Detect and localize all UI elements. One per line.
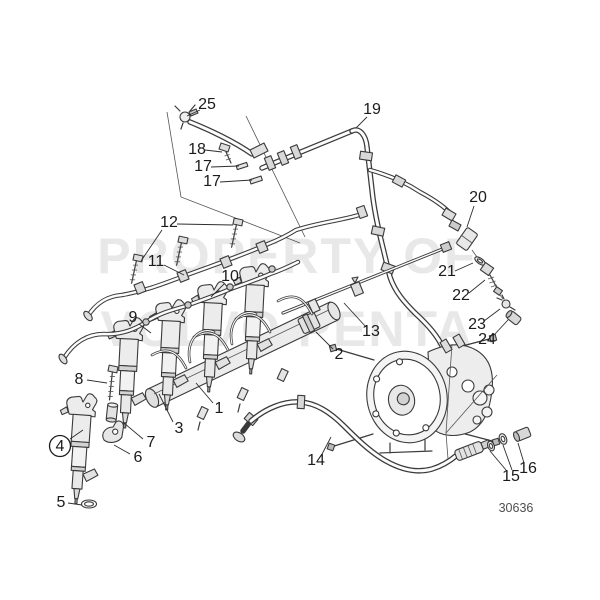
callout-leader-12 [140, 229, 163, 262]
callout-leader-13 [343, 302, 367, 328]
callout-label-14: 14 [307, 452, 325, 469]
callout-leader-15 [502, 444, 513, 471]
connector-22 [479, 261, 504, 296]
callout-leader-19 [355, 116, 368, 129]
callout-leader-4 [69, 429, 84, 440]
callout-label-9: 9 [129, 309, 138, 326]
callout-leader-17 [219, 179, 253, 183]
clamp-6 [102, 420, 124, 443]
callout-leader-20 [466, 205, 475, 228]
bolt-8 [107, 364, 119, 401]
callout-label-1: 1 [215, 400, 224, 417]
breather-hose [187, 119, 355, 171]
washer-17b [249, 175, 263, 185]
callout-leader-12 [176, 223, 234, 226]
callout-label-7: 7 [147, 434, 156, 451]
callout-label-4: 4 [56, 438, 65, 455]
callout-leader-11 [163, 264, 185, 276]
callout-label-18: 18 [188, 141, 206, 158]
callout-leader-2 [315, 331, 334, 350]
plug-16 [512, 426, 532, 442]
callout-label-10: 10 [221, 268, 239, 285]
callout-leader-15 [489, 450, 507, 471]
callout-label-2: 2 [335, 346, 344, 363]
callout-leader-1 [195, 382, 214, 404]
callout-label-16: 16 [519, 460, 537, 477]
callout-leader-9 [138, 323, 152, 334]
callout-label-20: 20 [469, 189, 487, 206]
washer-17a [235, 161, 249, 171]
callout-leader-6 [113, 444, 131, 455]
callout-label-22: 22 [452, 287, 470, 304]
bolts-12 [129, 217, 244, 284]
callout-leader-22 [468, 279, 486, 294]
callout-leader-18 [204, 149, 223, 153]
sleeve-24 [505, 310, 522, 326]
callout-label-23: 23 [468, 316, 486, 333]
steel-pipes [150, 295, 314, 370]
callout-leader-24 [493, 319, 509, 336]
callout-circle-4 [48, 434, 72, 458]
inset-boundary [166, 111, 306, 244]
callout-label-6: 6 [134, 449, 143, 466]
callout-label-19: 19 [363, 101, 381, 118]
callout-label-21: 21 [438, 263, 456, 280]
callout-leader-5 [67, 502, 83, 506]
callout-leader-25 [186, 109, 201, 117]
callout-leader-14 [320, 436, 332, 457]
callout-label-3: 3 [175, 420, 184, 437]
callout-leader-10 [210, 283, 225, 298]
diagram-number: 30636 [499, 501, 534, 515]
callout-label-5: 5 [57, 494, 66, 511]
callout-leader-8 [86, 379, 108, 384]
callout-label-13: 13 [362, 323, 380, 340]
fitting-link-line2 [499, 294, 504, 300]
callout-label-8: 8 [75, 371, 84, 388]
callout-leader-21 [454, 262, 474, 272]
leakoff-hose-lower [58, 259, 301, 365]
o-ring-5 [80, 499, 98, 509]
fitting-link-line [471, 249, 478, 258]
fitting-20 [456, 227, 478, 251]
callout-label-17: 17 [203, 173, 221, 190]
callout-leader-23 [483, 308, 501, 322]
bolt-18 [218, 142, 232, 164]
callout-leader-16 [517, 442, 525, 464]
callout-leader-17 [210, 165, 240, 168]
callout-label-12: 12 [160, 214, 178, 231]
spacer-7 [105, 402, 119, 423]
washer-21 [474, 256, 486, 266]
callout-label-11: 11 [148, 253, 165, 270]
pump-inset-boundary [445, 343, 498, 460]
callout-leader-3 [158, 393, 174, 423]
callout-label-24: 24 [478, 331, 496, 348]
banjo-washers-15 [486, 433, 508, 452]
callout-label-15: 15 [502, 468, 520, 485]
callout-label-17: 17 [194, 158, 212, 175]
callout-label-25: 25 [198, 96, 216, 113]
clamp-23 [496, 294, 516, 311]
callout-leader-7 [123, 422, 144, 440]
